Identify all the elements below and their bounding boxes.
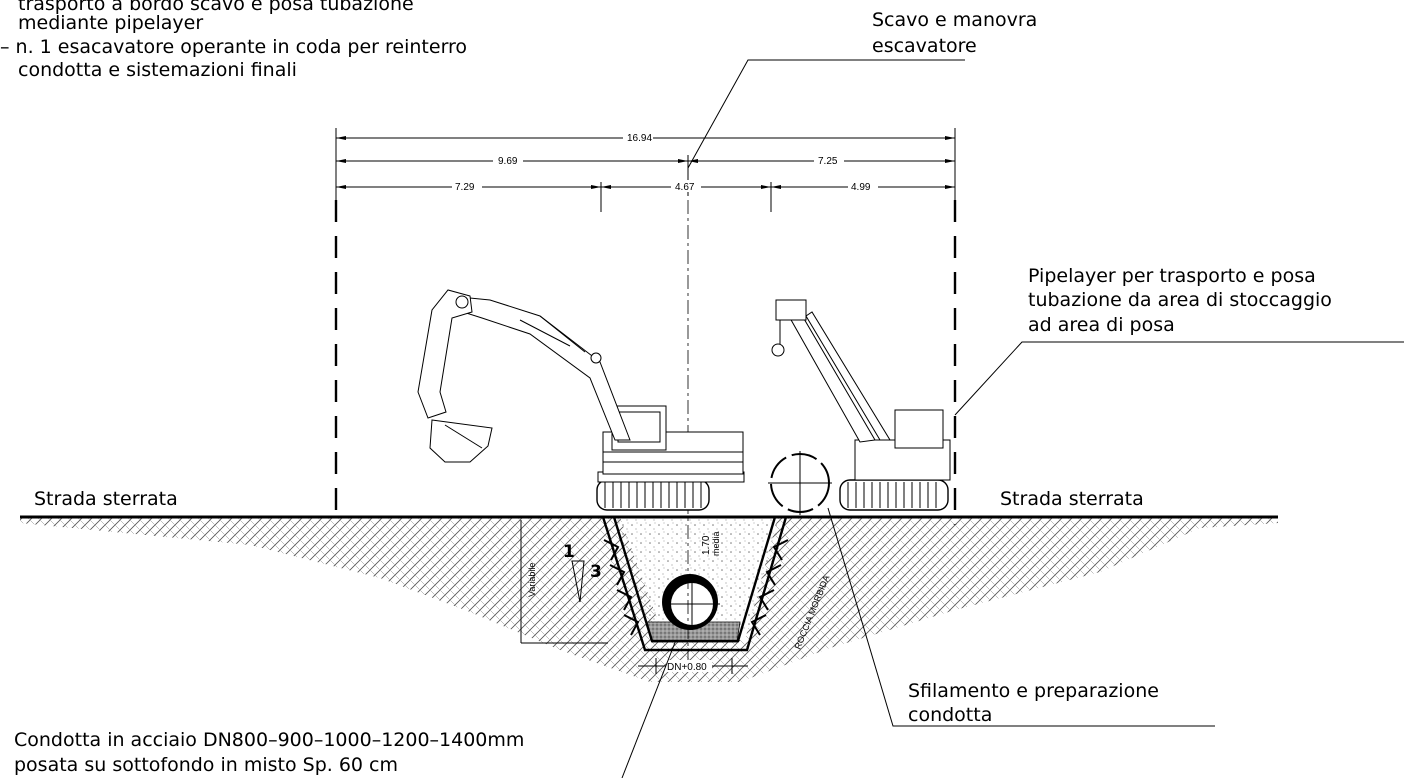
- condotta-leader-line: [621, 639, 677, 778]
- road-label-left: Strada sterrata: [34, 488, 178, 510]
- trench-backfill: [613, 518, 782, 630]
- trench-wall-teeth: [603, 539, 789, 636]
- note-pipelayer-line3: ad area di posa: [1028, 314, 1175, 336]
- dim-seg-3: 4.99: [851, 182, 871, 193]
- dim-left-half: 9.69: [498, 156, 518, 167]
- note-condotta-line1: Condotta in acciaio DN800–900–1000–1200–…: [14, 729, 524, 751]
- variable-depth-label: Variabile: [527, 563, 537, 597]
- slope-indicator: [571, 560, 585, 603]
- dim-seg-2: 4.67: [675, 182, 695, 193]
- note-top-left-line1: trasporto a bordo scavo e posa tubazione: [18, 0, 414, 15]
- trench-outline-inner: [612, 516, 777, 643]
- note-sfilamento-line1: Sfilamento e preparazione: [908, 680, 1159, 702]
- road-label-right: Strada sterrata: [1000, 488, 1144, 510]
- dim-right-half: 7.25: [818, 156, 838, 167]
- trench-base-dim: DN+0.80: [667, 662, 707, 673]
- note-pipelayer-line2: tubazione da area di stoccaggio: [1028, 289, 1332, 311]
- slope-ratio-top: 1: [563, 542, 575, 562]
- note-condotta-line2: posata su sottofondo in misto Sp. 60 cm: [14, 754, 398, 776]
- trench-outline-outer: [601, 516, 788, 652]
- sfilamento-leader-line: [827, 507, 1215, 727]
- note-top-left-line2: mediante pipelayer: [18, 12, 203, 34]
- note-scavo-line1: Scavo e manovra: [872, 9, 1037, 31]
- scavo-leader-line: [687, 59, 965, 169]
- dim-seg-1: 7.29: [455, 182, 475, 193]
- note-scavo-line2: escavatore: [872, 35, 977, 57]
- depth-note: media: [711, 531, 721, 556]
- note-top-left-line3: – n. 1 esacavatore operante in coda per …: [0, 36, 467, 58]
- dim-total: 16.94: [627, 133, 652, 144]
- slope-ratio-bottom: 3: [590, 562, 602, 582]
- pipelayer-machine: [771, 299, 951, 511]
- pipelayer-leader-line: [954, 341, 1404, 416]
- note-pipelayer-line1: Pipelayer per trasporto e posa: [1028, 265, 1316, 287]
- excavator: [417, 289, 745, 511]
- depth-value: 1.70: [701, 535, 712, 555]
- note-sfilamento-line2: condotta: [908, 704, 992, 726]
- note-top-left-line4: condotta e sistemazioni finali: [18, 59, 297, 81]
